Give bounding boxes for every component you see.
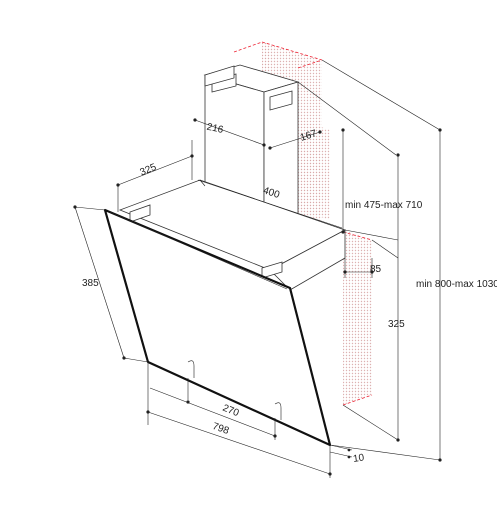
dim-label-385: 385 [82,278,99,289]
dim-chimney-range: min 475-max 710 [341,128,423,234]
dim-label-400: 400 [262,185,282,201]
dim-total-range: min 800-max 1030 [416,128,497,462]
dim-label-216: 216 [206,122,225,136]
dim-label-167: 167 [299,128,319,144]
dim-label-10: 10 [352,452,365,465]
glass-brackets [187,360,282,420]
dim-glass-width: 798 [146,362,332,478]
dim-label-325-height: 325 [388,319,405,330]
dim-extension-lines [297,59,441,461]
dim-wall-offset: 85 [343,258,382,278]
dim-label-325-depth: 325 [138,162,158,179]
dim-glass-height: 385 [73,205,149,363]
dim-label-total-range: min 800-max 1030 [416,279,497,290]
dim-chimney-depth: 167 [268,128,322,150]
dim-body-height: 325 [388,153,405,442]
wall-hatch-lower [300,120,372,405]
dim-chimney-width: 216 [193,118,266,147]
dim-label-chimney-range: min 475-max 710 [345,200,423,211]
dim-glass-thickness: 10 [329,444,365,465]
dim-label-270: 270 [221,403,241,420]
dim-hood-width: 400 [197,179,343,229]
wall-edge-lines [233,41,373,406]
dim-label-85: 85 [370,264,382,275]
